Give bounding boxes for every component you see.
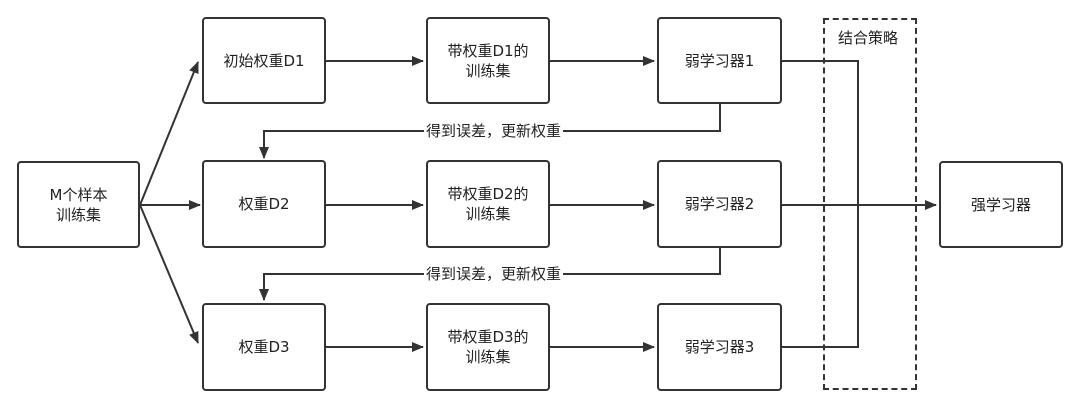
train-set-d3-line1: 带权重D3的 — [447, 328, 529, 346]
samples-node: M个样本 训练集 — [17, 161, 140, 248]
train-set-d1-node: 带权重D1的 训练集 — [426, 17, 550, 104]
weight-d1-label: 初始权重D1 — [223, 51, 305, 70]
weight-d3-label: 权重D3 — [238, 338, 290, 356]
weak-learner-2-label: 弱学习器2 — [684, 195, 755, 213]
train-set-d1-line1: 带权重D1的 — [447, 41, 529, 60]
weak-learner-1-label: 弱学习器1 — [684, 51, 755, 70]
samples-node-line1: M个样本 — [49, 185, 108, 204]
train-set-d3-line2: 训练集 — [465, 348, 511, 366]
weight-d3-node: 权重D3 — [202, 303, 326, 391]
weak-learner-2-node: 弱学习器2 — [657, 160, 782, 248]
weight-d2-label: 权重D2 — [238, 195, 290, 213]
train-set-d2-line1: 带权重D2的 — [447, 185, 529, 203]
combine-strategy-region — [823, 18, 917, 390]
feedback-label-1: 得到误差，更新权重 — [424, 122, 564, 140]
edge-l1-to-combine — [782, 60, 859, 205]
strong-learner-node: 强学习器 — [939, 161, 1063, 248]
edge-samples-to-w1 — [139, 61, 199, 206]
train-set-d1-line2: 训练集 — [465, 61, 511, 80]
weight-d2-node: 权重D2 — [202, 160, 326, 248]
train-set-d2-line2: 训练集 — [465, 205, 511, 223]
samples-node-line2: 训练集 — [55, 205, 101, 224]
strong-learner-label: 强学习器 — [970, 195, 1031, 214]
weak-learner-1-node: 弱学习器1 — [657, 17, 782, 104]
feedback-label-2: 得到误差，更新权重 — [424, 265, 564, 283]
combine-strategy-title: 结合策略 — [838, 29, 899, 47]
edge-l3-to-combine — [782, 205, 859, 348]
weight-d1-node: 初始权重D1 — [202, 17, 326, 104]
train-set-d2-node: 带权重D2的 训练集 — [426, 160, 550, 248]
weak-learner-3-label: 弱学习器3 — [684, 338, 755, 356]
train-set-d3-node: 带权重D3的 训练集 — [426, 303, 550, 391]
edge-samples-to-w3 — [139, 204, 199, 344]
weak-learner-3-node: 弱学习器3 — [657, 303, 782, 391]
